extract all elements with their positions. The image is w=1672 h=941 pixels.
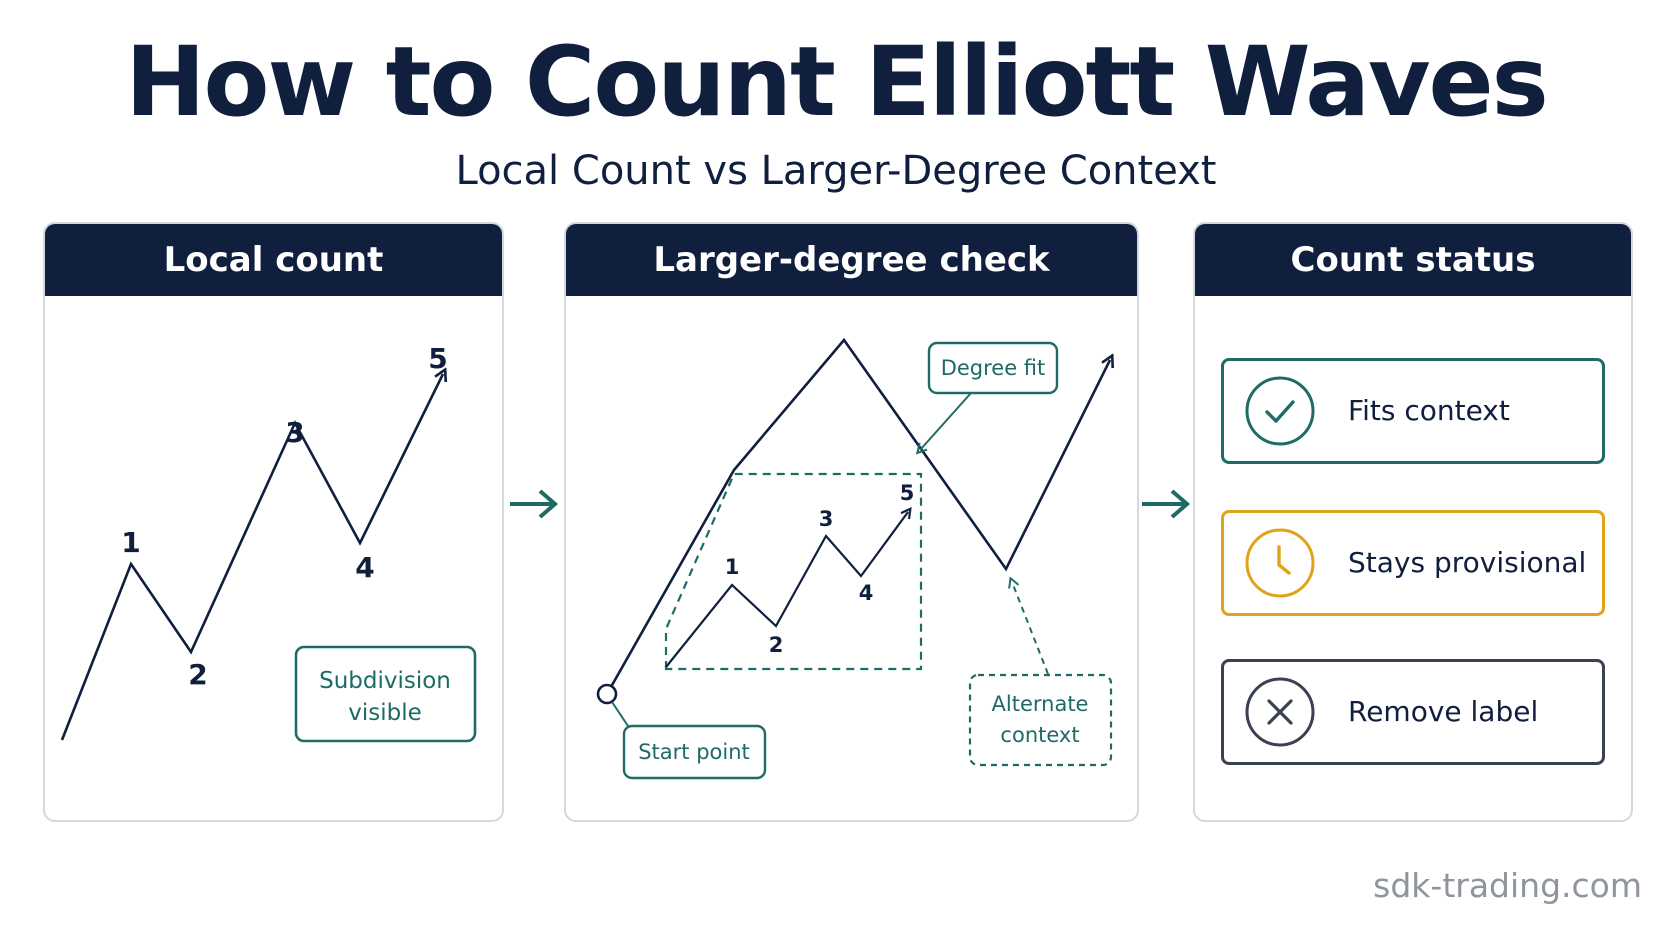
inner-wave-label-4: 4 <box>859 581 874 605</box>
start-point-leader <box>611 701 629 727</box>
larger-wave-line <box>605 337 1110 695</box>
alternate-context-line2: context <box>1000 723 1079 747</box>
count-status-header: Count status <box>1195 224 1631 296</box>
subdivision-callout-line1: Subdivision <box>319 668 451 694</box>
local-count-diagram: 1 2 3 4 5 Subdivision visible <box>60 342 477 743</box>
inner-wave-label-3: 3 <box>819 507 834 531</box>
status-fits-context: Fits context <box>1221 358 1605 464</box>
start-point-callout-box <box>622 724 767 780</box>
page-title: How to Count Elliott Waves <box>125 26 1549 138</box>
x-icon <box>1245 677 1315 747</box>
local-count-panel: Local count 1 2 3 4 5 Subdivision visibl… <box>43 222 504 822</box>
flow-arrow-right-icon <box>510 489 559 519</box>
page-subtitle: Local Count vs Larger-Degree Context <box>455 148 1217 194</box>
count-status-panel: Count status Fits context Stays provisio… <box>1193 222 1633 822</box>
local-wave-label-2: 2 <box>188 658 207 691</box>
alternate-context-callout-box <box>968 673 1113 767</box>
local-wave-label-5: 5 <box>428 342 447 375</box>
status-remove-text: Remove label <box>1348 695 1539 728</box>
degree-fit-callout-box <box>927 341 1059 395</box>
inner-wave-label-5: 5 <box>900 481 915 505</box>
subdivision-dashed-frame <box>664 472 923 671</box>
check-icon <box>1245 376 1315 446</box>
alternate-context-line1: Alternate <box>992 692 1089 716</box>
local-wave-label-4: 4 <box>355 551 374 584</box>
inner-wave-label-2: 2 <box>769 633 784 657</box>
status-provisional-label: Stays provisional <box>1348 546 1587 579</box>
inner-wave-line <box>665 512 908 668</box>
status-fits-label: Fits context <box>1348 394 1510 427</box>
inner-wave-label-1: 1 <box>725 555 740 579</box>
larger-degree-panel: Larger-degree check 1 2 3 4 5 Degree fit <box>564 222 1139 822</box>
watermark: sdk-trading.com <box>1373 866 1642 905</box>
local-count-header: Local count <box>45 224 502 296</box>
local-wave-label-3: 3 <box>285 416 304 449</box>
clock-icon <box>1245 528 1315 598</box>
alternate-context-leader <box>1012 582 1049 675</box>
status-remove-label: Remove label <box>1221 659 1605 765</box>
flow-arrow-right-icon <box>1142 489 1191 519</box>
degree-fit-leader <box>920 392 972 450</box>
status-stays-provisional: Stays provisional <box>1221 510 1605 616</box>
degree-fit-callout-text: Degree fit <box>941 356 1046 380</box>
subdivision-callout-line2: visible <box>348 700 422 726</box>
local-wave-label-1: 1 <box>121 526 140 559</box>
subdivision-callout-box <box>294 645 477 743</box>
larger-degree-diagram: 1 2 3 4 5 Degree fit Start point Alterna… <box>596 337 1139 780</box>
local-wave-line <box>60 374 443 741</box>
start-point-marker <box>596 683 618 705</box>
larger-degree-header: Larger-degree check <box>566 224 1137 296</box>
start-point-callout-text: Start point <box>638 740 750 764</box>
